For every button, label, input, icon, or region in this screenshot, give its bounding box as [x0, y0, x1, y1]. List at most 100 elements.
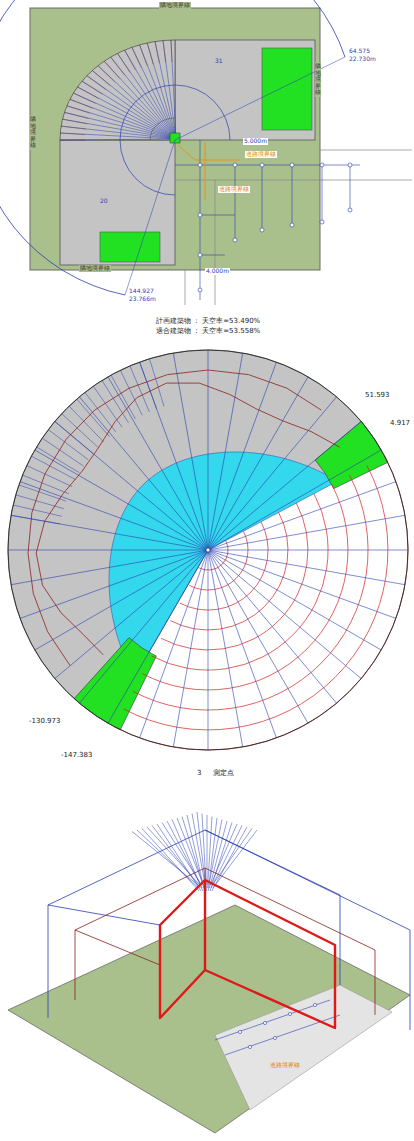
- green-area: [100, 232, 160, 262]
- block-number: 20: [100, 198, 108, 205]
- fan-line: [60, 140, 85, 141]
- building-block: [175, 40, 315, 140]
- fan-line: [163, 41, 176, 140]
- radial-line: [150, 359, 165, 407]
- grid-ring: [124, 466, 388, 730]
- road-dim: [205, 142, 206, 200]
- radial-line: [208, 550, 243, 747]
- fan-line: [140, 45, 177, 139]
- dimension-label: 144.927: [128, 288, 155, 295]
- radial-line: [19, 485, 66, 501]
- fan-line: [213, 830, 257, 888]
- dimension-label: -130.973: [28, 718, 61, 726]
- fan-line: [197, 812, 206, 888]
- grid-ring: [180, 522, 268, 610]
- road-line: [185, 270, 186, 305]
- radial-line: [208, 350, 209, 550]
- arc-line: [0, 0, 345, 295]
- fan-line: [155, 42, 159, 64]
- radial-line: [23, 475, 69, 494]
- dimension-label: 道路境界線: [245, 151, 277, 158]
- building-shadow: [8, 350, 381, 723]
- dimension-label: 5.000m: [243, 138, 268, 145]
- fan-line: [155, 42, 176, 140]
- fan-line: [104, 61, 176, 139]
- radial-line: [173, 353, 208, 550]
- site-lot: [30, 8, 320, 270]
- sky-projection: [8, 350, 408, 750]
- fan-line: [104, 61, 119, 78]
- fan-line: [140, 45, 148, 66]
- center-point: [206, 548, 210, 552]
- boundary-label: 隣地境界線: [30, 115, 36, 150]
- fan-line: [87, 76, 176, 139]
- block-number: 31: [215, 58, 223, 65]
- fan-line: [87, 76, 106, 90]
- radial-line: [208, 397, 337, 550]
- fan-line: [209, 821, 227, 888]
- radial-line: [55, 421, 208, 550]
- road-dim: [178, 145, 240, 160]
- fan-line: [132, 47, 176, 139]
- fan-line: [211, 824, 237, 885]
- dimension-label: 51.593: [364, 392, 391, 400]
- grid-ring: [133, 475, 368, 710]
- fan-line: [74, 93, 96, 103]
- fan-line: [98, 66, 115, 82]
- boundary-label: 隣地境界線: [315, 62, 321, 97]
- radial-line: [130, 366, 150, 412]
- grid-ring: [142, 484, 348, 690]
- building-face: [160, 880, 335, 1028]
- fan-line: [212, 827, 247, 891]
- radial-line: [27, 466, 72, 487]
- fan-line: [125, 50, 136, 70]
- fan-line: [210, 823, 232, 892]
- fan-line: [63, 119, 88, 124]
- fan-line: [67, 106, 91, 114]
- green-area: [262, 48, 312, 130]
- grid-ring: [161, 503, 308, 650]
- ground-plane: [8, 905, 410, 1133]
- fan-line: [63, 119, 177, 139]
- fan-line: [82, 81, 102, 94]
- fan-line: [61, 126, 86, 129]
- dimension-label: 4.917: [389, 420, 411, 428]
- radial-line: [208, 550, 408, 551]
- fan-line: [132, 47, 141, 67]
- radial-line: [37, 447, 80, 473]
- sky-outline: [8, 350, 408, 750]
- fan-line: [209, 820, 222, 886]
- radial-line: [8, 550, 208, 551]
- radial-line: [79, 397, 208, 550]
- fan-line: [171, 40, 173, 62]
- fan-line: [125, 50, 176, 139]
- radial-line: [208, 550, 337, 703]
- fan-line: [207, 815, 208, 885]
- radial-line: [55, 550, 208, 679]
- fan-line: [172, 820, 203, 892]
- radial-line: [102, 380, 129, 422]
- fan-line: [142, 829, 199, 892]
- dimension-label: 適合建築物 ： 天空率=53.558%: [155, 328, 261, 336]
- fan-line: [182, 817, 204, 889]
- radial-line: [208, 550, 209, 750]
- radial-line: [42, 438, 83, 466]
- fan-line: [132, 832, 198, 886]
- fan-line: [171, 40, 176, 139]
- radial-line: [140, 362, 208, 550]
- radial-line: [208, 482, 396, 550]
- radial-line: [208, 550, 396, 618]
- radial-line: [11, 550, 208, 585]
- grid-ring: [189, 531, 248, 590]
- grid-ring: [114, 456, 408, 750]
- radial-line: [208, 515, 405, 550]
- measure-grid: [175, 140, 360, 300]
- fan-line: [212, 829, 252, 886]
- radial-line: [208, 550, 381, 650]
- radial-line: [85, 392, 116, 431]
- perspective-view: [8, 812, 410, 1133]
- radial-line: [108, 550, 208, 723]
- dimension-label: 測定点: [212, 770, 235, 778]
